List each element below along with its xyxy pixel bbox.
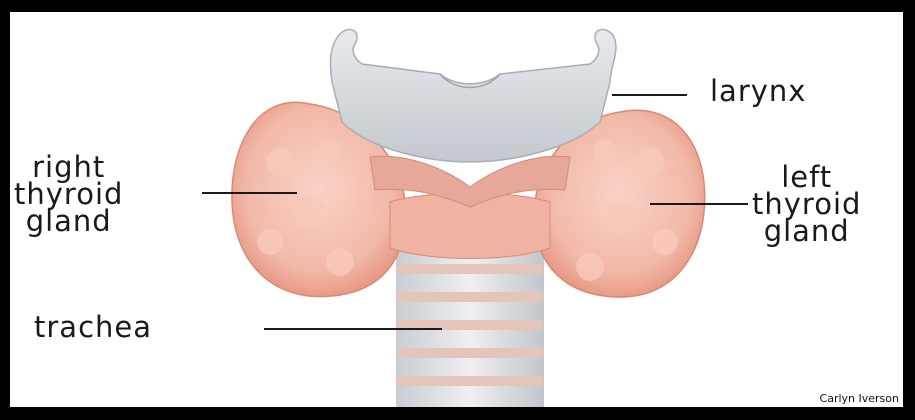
trachea-ring <box>396 292 544 302</box>
left-thyroid-gland-label: left thyroid gland <box>752 164 861 245</box>
left-thyroid-leader-line <box>650 203 748 205</box>
trachea-tube <box>396 240 544 407</box>
larynx-label: larynx <box>710 78 806 105</box>
trachea-ring <box>396 348 544 358</box>
right-thyroid-gland-label: right thyroid gland <box>14 154 123 235</box>
trachea-leader-line <box>264 328 442 330</box>
label-line: gland <box>752 218 861 245</box>
larynx-leader-line <box>612 94 687 96</box>
trachea-label: trachea <box>34 314 152 341</box>
diagram-frame: larynx right thyroid gland left thyroid … <box>7 9 906 410</box>
illustrator-credit: Carlyn Iverson <box>820 392 899 405</box>
trachea-ring <box>396 376 544 386</box>
right-thyroid-leader-line <box>202 192 297 194</box>
trachea-ring <box>396 264 544 274</box>
label-line: gland <box>14 208 123 235</box>
